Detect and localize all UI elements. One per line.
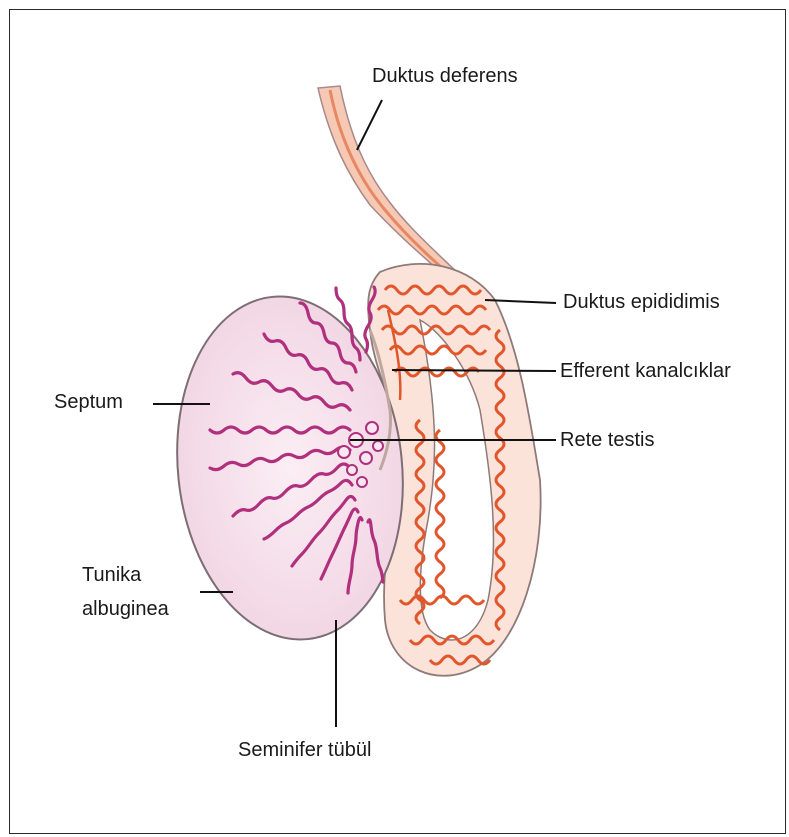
label-septum: Septum — [54, 390, 123, 415]
label-tunica-albuginea-line1: Tunika — [82, 563, 141, 588]
leader-efferent-ducts — [392, 370, 556, 371]
label-ductus-deferens: Duktus deferens — [372, 64, 518, 89]
leader-ductus-deferens — [357, 100, 382, 150]
label-rete-testis: Rete testis — [560, 428, 654, 453]
label-tunica-albuginea-line2: albuginea — [82, 597, 169, 622]
label-ductus-epididymis: Duktus epididimis — [563, 290, 720, 315]
label-efferent-ducts: Efferent kanalcıklar — [560, 359, 731, 384]
label-seminiferous-tubule: Seminifer tübül — [238, 738, 371, 763]
ductus-deferens-tube — [318, 86, 470, 285]
